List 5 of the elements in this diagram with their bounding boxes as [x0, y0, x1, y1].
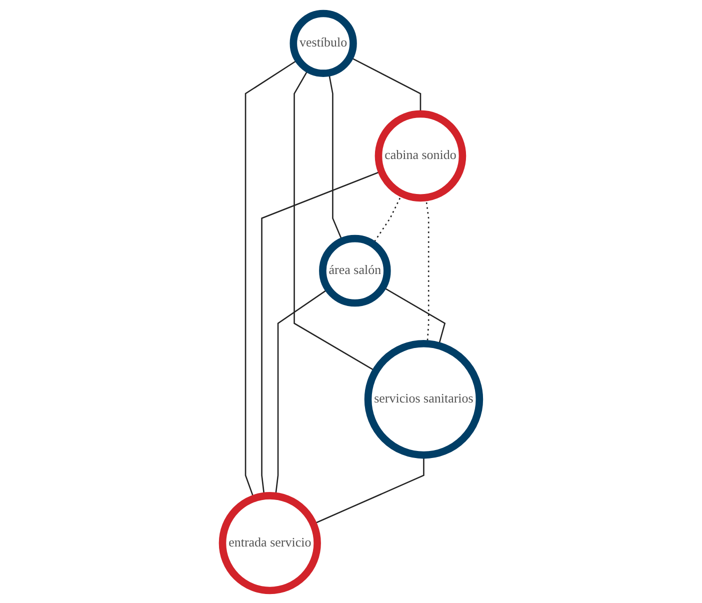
node-circle: servicios sanitarios: [364, 340, 484, 458]
node-circle: vestíbulo: [290, 9, 357, 76]
node-circle: cabina sonido: [374, 110, 466, 202]
node-circle: área salón: [319, 234, 391, 306]
node-circle: entrada servicio: [218, 492, 321, 594]
